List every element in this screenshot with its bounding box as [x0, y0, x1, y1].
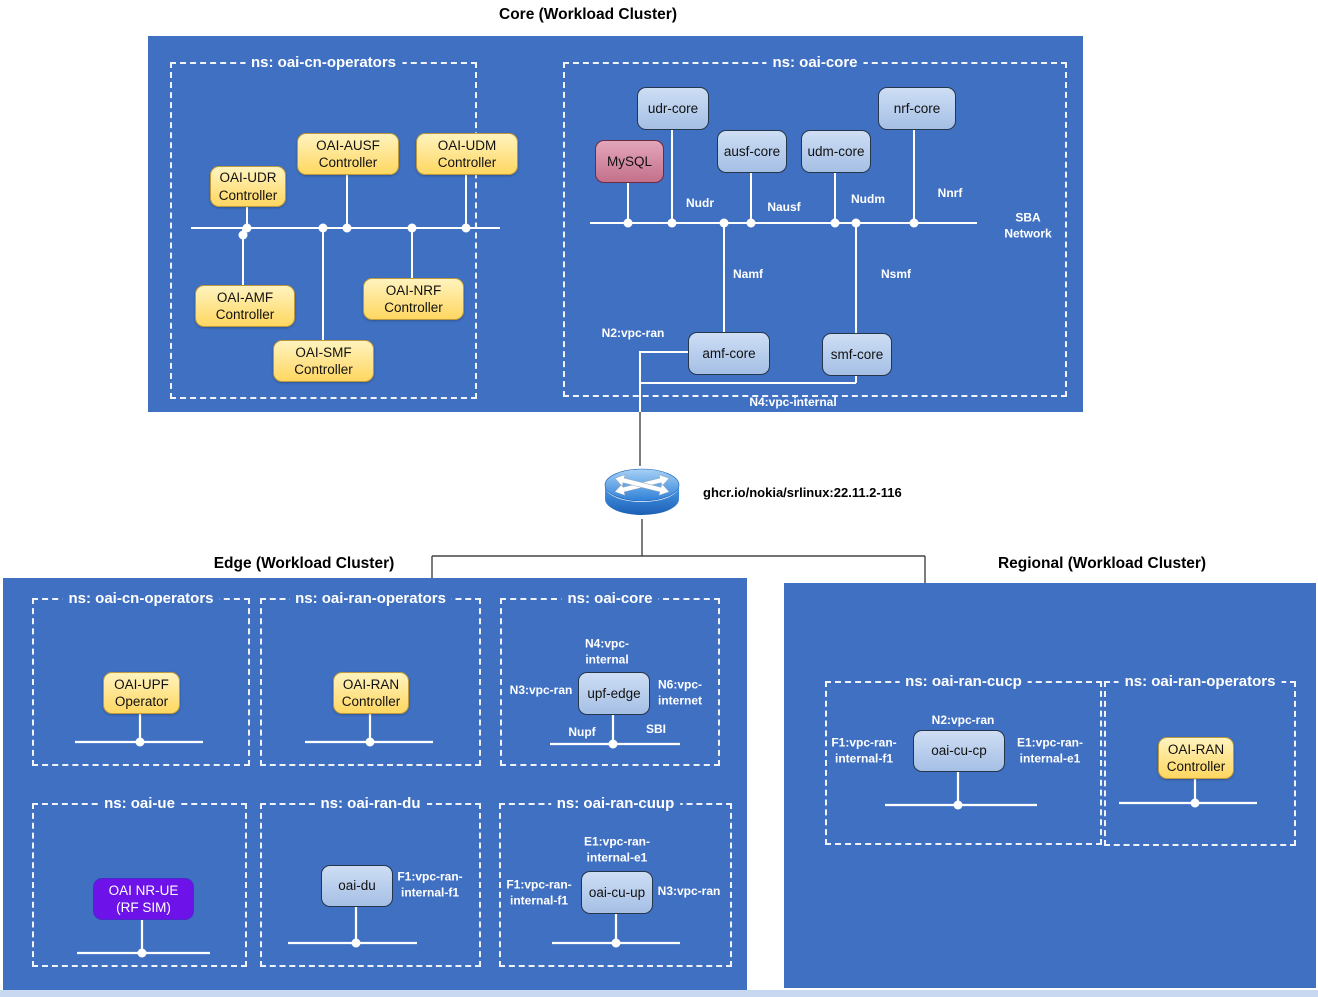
- router-image-label: ghcr.io/nokia/srlinux:22.11.2-116: [703, 485, 902, 500]
- node-label: OAI-AMF Controller: [215, 289, 275, 322]
- edge-cluster-title: Edge (Workload Cluster): [213, 555, 395, 572]
- node-label: OAI-AUSF Controller: [316, 137, 380, 170]
- edge-label-upf-n6: N6:vpc- internet: [657, 677, 703, 707]
- core-ns-oai-core: ns: oai-core: [563, 53, 1067, 397]
- router-links: [431, 412, 926, 583]
- node-label: OAI-UDM Controller: [437, 137, 497, 170]
- node-oai-smf-controller: OAI-SMF Controller: [273, 340, 374, 382]
- regional-cluster-title: Regional (Workload Cluster): [997, 555, 1207, 572]
- node-oai-upf-operator: OAI-UPF Operator: [103, 672, 180, 714]
- ns-label: ns: oai-ran-operators: [289, 589, 452, 609]
- node-oai-udr-controller: OAI-UDR Controller: [210, 166, 286, 207]
- node-oai-ran-controller-regional: OAI-RAN Controller: [1158, 737, 1234, 779]
- node-label: oai-du: [338, 878, 376, 894]
- node-label: udr-core: [647, 100, 699, 116]
- node-smf-core: smf-core: [822, 333, 892, 376]
- node-label: OAI-NRF Controller: [384, 282, 443, 315]
- edge-label-cucp-n2: N2:vpc-ran: [931, 713, 995, 728]
- node-oai-ran-controller-edge: OAI-RAN Controller: [333, 672, 409, 714]
- ns-label: ns: oai-ue: [98, 794, 181, 814]
- node-oai-nrf-controller: OAI-NRF Controller: [363, 278, 464, 320]
- edge-label-cuup-n3: N3:vpc-ran: [657, 884, 721, 899]
- junction-dots: [135, 218, 1200, 958]
- edge-label-du-f1: F1:vpc-ran- internal-f1: [397, 869, 463, 899]
- node-label: OAI-UDR Controller: [218, 170, 278, 203]
- core-ns-oai-cn-operators: ns: oai-cn-operators: [170, 53, 477, 399]
- edge-label-nsmf: Nsmf: [880, 267, 912, 282]
- node-oai-cu-up: oai-cu-up: [581, 871, 653, 914]
- node-label: OAI-SMF Controller: [294, 344, 353, 377]
- node-oai-udm-controller: OAI-UDM Controller: [416, 133, 518, 175]
- edge-label-cuup-e1: E1:vpc-ran- internal-e1: [583, 834, 651, 864]
- edge-label-upf-n3: N3:vpc-ran: [509, 683, 573, 698]
- edge-label-cucp-f1: F1:vpc-ran- internal-f1: [831, 735, 897, 765]
- node-ausf-core: ausf-core: [717, 130, 787, 173]
- bottom-strip: [0, 990, 1318, 997]
- regional-ns-oai-ran-cucp: ns: oai-ran-cucp: [825, 672, 1102, 845]
- node-label: oai-cu-up: [588, 884, 646, 900]
- edge-label-nnrf: Nnrf: [937, 186, 963, 201]
- edge-ns-oai-ran-du: ns: oai-ran-du: [260, 794, 481, 967]
- node-udm-core: udm-core: [801, 130, 871, 173]
- node-label: ausf-core: [723, 143, 781, 159]
- edge-label-nudr: Nudr: [686, 196, 714, 211]
- edge-label-nausf: Nausf: [767, 200, 801, 215]
- ns-label: ns: oai-core: [766, 53, 864, 73]
- node-label: nrf-core: [893, 100, 941, 116]
- edge-ns-oai-ran-operators: ns: oai-ran-operators: [260, 589, 481, 766]
- edge-label-n2-vpc-ran: N2:vpc-ran: [601, 326, 665, 341]
- edge-cluster-box: [3, 578, 747, 990]
- ns-label: ns: oai-ran-cuup: [550, 794, 681, 814]
- regional-ns-oai-ran-operators: ns: oai-ran-operators: [1104, 672, 1296, 846]
- node-oai-nr-ue: OAI NR-UE (RF SIM): [93, 878, 194, 920]
- node-label: amf-core: [702, 345, 756, 361]
- node-amf-core: amf-core: [688, 332, 770, 375]
- node-label: MySQL: [606, 153, 652, 169]
- node-upf-edge: upf-edge: [578, 672, 650, 715]
- edge-label-sbi: SBI: [645, 722, 667, 737]
- node-oai-cu-cp: oai-cu-cp: [913, 730, 1005, 772]
- edge-label-nupf: Nupf: [568, 725, 596, 740]
- node-oai-ausf-controller: OAI-AUSF Controller: [297, 133, 399, 175]
- regional-cluster-box: [784, 583, 1316, 988]
- edge-label-sba-network: SBA Network: [1004, 210, 1052, 240]
- node-label: OAI-UPF Operator: [114, 676, 169, 709]
- edge-ns-oai-ran-cuup: ns: oai-ran-cuup: [499, 794, 732, 967]
- edge-label-n4-vpc-internal: N4:vpc-internal: [749, 395, 837, 410]
- node-oai-amf-controller: OAI-AMF Controller: [195, 285, 295, 327]
- ns-label: ns: oai-ran-operators: [1118, 672, 1282, 692]
- router-icon: [604, 468, 680, 515]
- ns-label: ns: oai-ran-du: [314, 794, 427, 814]
- edge-ns-oai-cn-operators: ns: oai-cn-operators: [32, 589, 250, 766]
- core-cluster-title: Core (Workload Cluster): [499, 6, 677, 23]
- edge-label-cucp-e1: E1:vpc-ran- internal-e1: [1016, 735, 1084, 765]
- node-udr-core: udr-core: [637, 87, 709, 130]
- node-label: upf-edge: [587, 685, 641, 701]
- edge-label-nudm: Nudm: [851, 192, 885, 207]
- node-nrf-core: nrf-core: [878, 87, 956, 130]
- edge-ns-oai-ue: ns: oai-ue: [32, 794, 247, 967]
- node-label: OAI-RAN Controller: [1166, 741, 1226, 774]
- node-label: udm-core: [807, 143, 865, 159]
- edge-label-cuup-f1: F1:vpc-ran- internal-f1: [506, 877, 572, 907]
- edge-ns-oai-core: ns: oai-core: [500, 589, 720, 766]
- edge-label-namf: Namf: [732, 267, 764, 282]
- ns-label: ns: oai-core: [561, 589, 659, 609]
- edge-label-upf-n4: N4:vpc- internal: [584, 636, 630, 666]
- node-mysql: MySQL: [595, 140, 664, 183]
- node-label: OAI-RAN Controller: [341, 676, 401, 709]
- ns-label: ns: oai-ran-cucp: [899, 672, 1028, 692]
- node-label: OAI NR-UE (RF SIM): [108, 882, 179, 915]
- ns-label: ns: oai-cn-operators: [62, 589, 220, 609]
- node-label: smf-core: [830, 346, 884, 362]
- ns-label: ns: oai-cn-operators: [244, 53, 403, 73]
- node-label: oai-cu-cp: [931, 743, 987, 759]
- node-oai-du: oai-du: [321, 865, 393, 907]
